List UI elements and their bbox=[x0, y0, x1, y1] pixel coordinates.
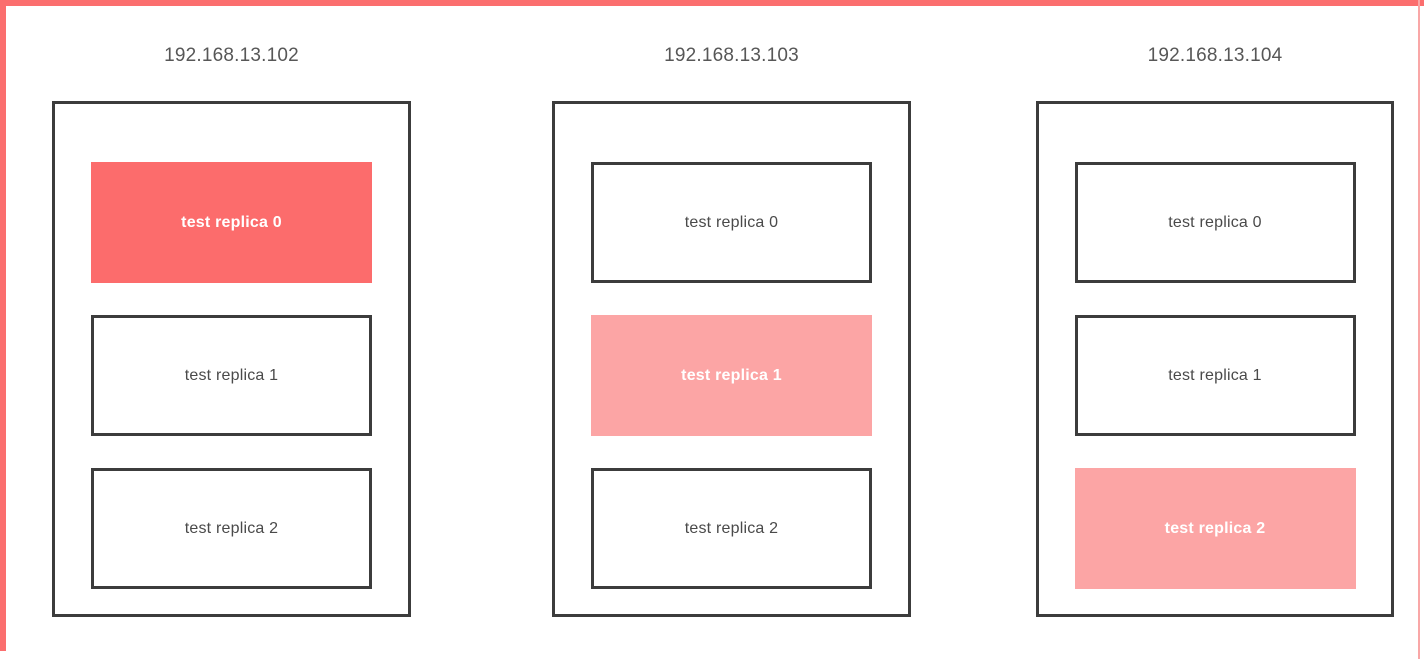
node-container-0[interactable]: test replica 0 test replica 1 test repli… bbox=[52, 101, 411, 617]
replica-box-1-1[interactable]: test replica 1 bbox=[591, 315, 872, 436]
replica-box-2-1[interactable]: test replica 1 bbox=[1074, 315, 1356, 436]
node-container-2[interactable]: test replica 0 test replica 1 test repli… bbox=[1036, 101, 1394, 617]
node-title-0: 192.168.13.102 bbox=[164, 45, 299, 66]
node-container-1[interactable]: test replica 0 test replica 1 test repli… bbox=[552, 101, 911, 617]
node-column-0: 192.168.13.102 test replica 0 test repli… bbox=[52, 44, 411, 617]
replica-box-2-0[interactable]: test replica 0 bbox=[1074, 162, 1356, 283]
replica-box-0-0[interactable]: test replica 0 bbox=[91, 162, 372, 283]
replica-box-0-2[interactable]: test replica 2 bbox=[91, 468, 372, 589]
replica-box-2-2[interactable]: test replica 2 bbox=[1074, 468, 1356, 589]
node-title-1: 192.168.13.103 bbox=[664, 45, 799, 66]
node-title-2: 192.168.13.104 bbox=[1147, 45, 1283, 66]
replica-box-1-0[interactable]: test replica 0 bbox=[591, 162, 872, 283]
replica-box-1-2[interactable]: test replica 2 bbox=[591, 468, 872, 589]
replica-box-0-1[interactable]: test replica 1 bbox=[91, 315, 372, 436]
frame-right-border bbox=[1418, 0, 1420, 659]
node-column-2: 192.168.13.104 test replica 0 test repli… bbox=[1036, 44, 1394, 617]
frame-top-border bbox=[0, 0, 1424, 6]
node-column-1: 192.168.13.103 test replica 0 test repli… bbox=[552, 44, 911, 617]
frame-left-border bbox=[0, 0, 6, 651]
